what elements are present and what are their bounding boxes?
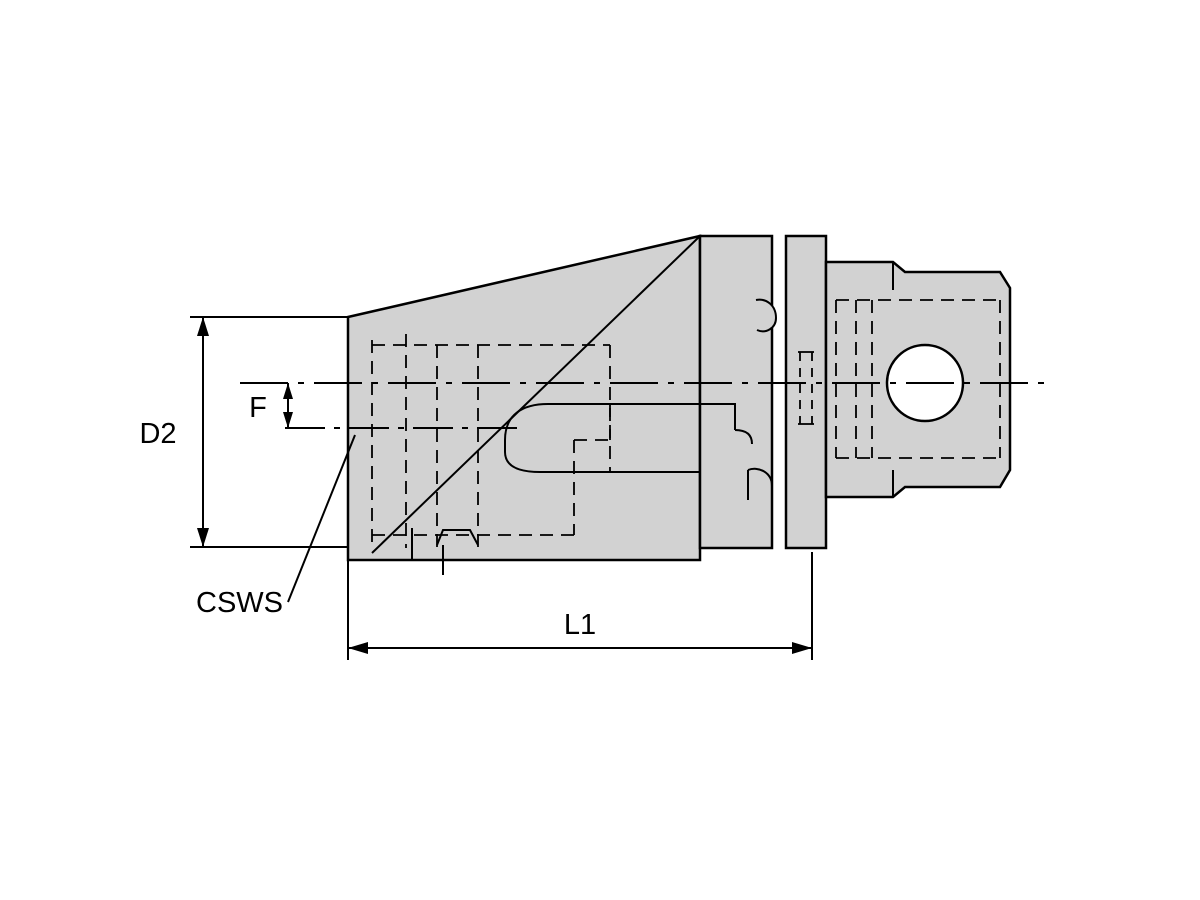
annotation-csws-group: CSWS bbox=[196, 434, 356, 619]
mid-step-body bbox=[698, 234, 774, 550]
l1-arrow-left bbox=[348, 642, 368, 654]
csws-leader-line bbox=[287, 434, 356, 603]
dimension-label-l1: L1 bbox=[564, 609, 596, 641]
dimension-l1-group: L1 bbox=[347, 552, 813, 660]
dimension-f-group: F bbox=[249, 383, 293, 428]
internal-features-group bbox=[371, 235, 1001, 575]
inner-bore-outline bbox=[504, 403, 736, 441]
inner-bore-outline-lower bbox=[504, 440, 701, 473]
annotation-label-csws: CSWS bbox=[196, 587, 283, 619]
locking-ball-detail bbox=[755, 298, 778, 333]
section-diagonal-line bbox=[371, 235, 701, 554]
l1-arrow-right bbox=[792, 642, 812, 654]
locking-ball-lower-detail bbox=[747, 467, 773, 487]
d2-arrow-top bbox=[197, 317, 209, 336]
dimension-label-d2: D2 bbox=[139, 418, 176, 450]
f-arrow-top bbox=[283, 383, 293, 399]
f-arrow-bottom bbox=[283, 412, 293, 428]
dimension-d2-group: D2 bbox=[139, 316, 348, 548]
bore-taper-nose bbox=[734, 429, 753, 445]
d2-arrow-bottom bbox=[197, 528, 209, 547]
taper-shank-body bbox=[346, 234, 702, 562]
dimension-label-f: F bbox=[249, 392, 267, 424]
bottom-notch-detail bbox=[436, 529, 479, 546]
centerline-group bbox=[240, 382, 1045, 429]
flange-collar bbox=[784, 234, 828, 550]
